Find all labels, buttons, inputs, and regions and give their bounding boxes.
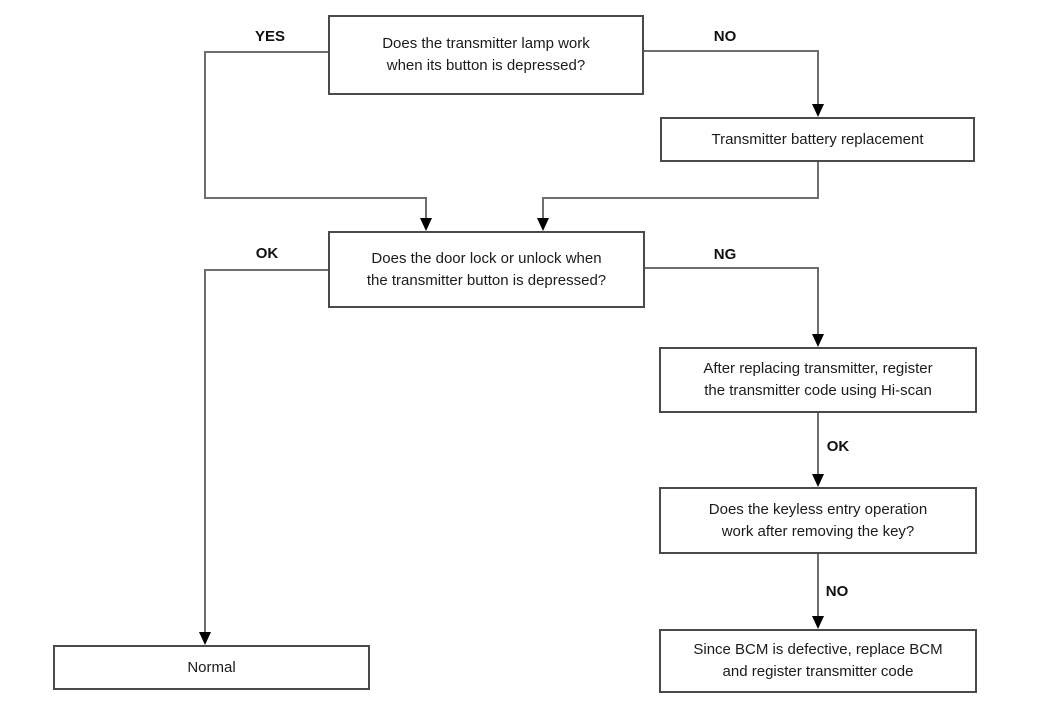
- edge-label-ok: OK: [826, 438, 850, 455]
- connector-line: [542, 197, 819, 199]
- arrow-down-icon: [537, 218, 549, 231]
- node-replace-bcm: Since BCM is defective, replace BCM and …: [659, 629, 977, 693]
- arrow-down-icon: [812, 104, 824, 117]
- arrow-down-icon: [420, 218, 432, 231]
- connector-line: [817, 50, 819, 105]
- arrow-down-icon: [812, 334, 824, 347]
- node-battery-replacement: Transmitter battery replacement: [660, 117, 975, 162]
- edge-label-yes: YES: [254, 28, 285, 45]
- connector-line: [817, 413, 819, 475]
- connector-line: [204, 197, 426, 199]
- connector-line: [204, 51, 206, 199]
- node-door-lock-question: Does the door lock or unlock when the tr…: [328, 231, 645, 308]
- arrow-down-icon: [199, 632, 211, 645]
- connector-line: [817, 554, 819, 617]
- node-transmitter-lamp-question: Does the transmitter lamp work when its …: [328, 15, 644, 95]
- edge-label-ok: OK: [255, 245, 279, 262]
- connector-line: [204, 269, 206, 633]
- node-keyless-entry-question: Does the keyless entry operation work af…: [659, 487, 977, 554]
- arrow-down-icon: [812, 474, 824, 487]
- node-normal: Normal: [53, 645, 370, 690]
- edge-label-no: NO: [825, 583, 849, 600]
- connector-line: [643, 50, 819, 52]
- connector-line: [425, 197, 427, 219]
- node-register-transmitter-code: After replacing transmitter, register th…: [659, 347, 977, 413]
- connector-line: [644, 267, 819, 269]
- connector-line: [542, 197, 544, 219]
- edge-label-ng: NG: [713, 246, 737, 263]
- arrow-down-icon: [812, 616, 824, 629]
- edge-label-no: NO: [713, 28, 737, 45]
- connector-line: [205, 269, 329, 271]
- connector-line: [204, 51, 330, 53]
- connector-line: [817, 161, 819, 199]
- connector-line: [817, 267, 819, 335]
